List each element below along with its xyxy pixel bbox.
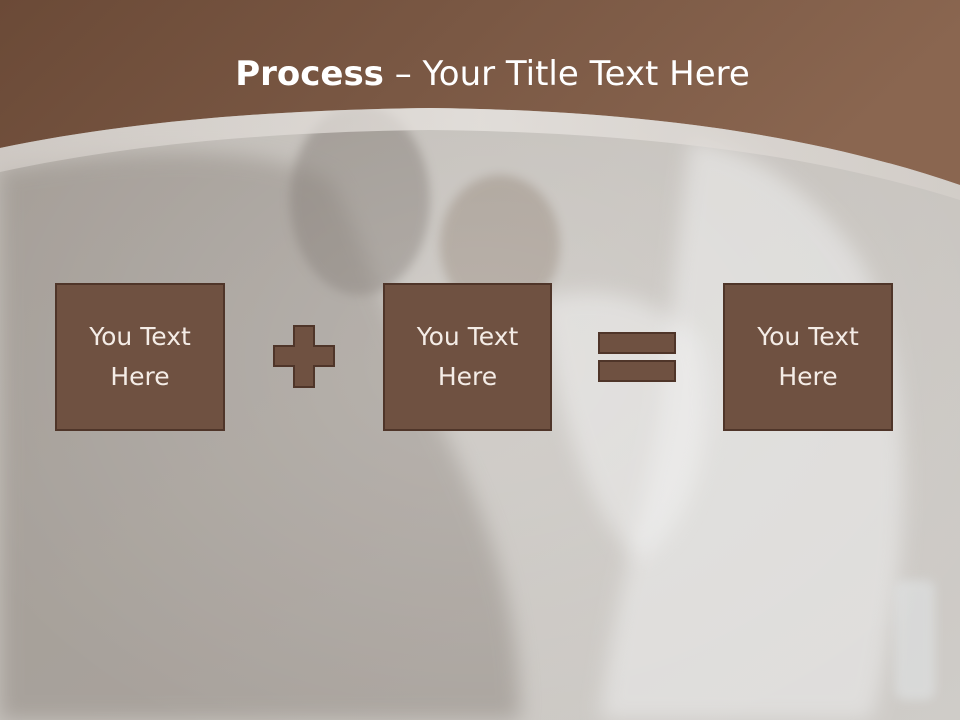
- title-rest: – Your Title Text Here: [383, 54, 750, 94]
- process-box-1-line1: You Text: [89, 322, 191, 351]
- process-box-2-line2: Here: [437, 362, 498, 391]
- process-box-1-line2: Here: [110, 362, 170, 391]
- process-box-1-text: You Text Here: [89, 317, 191, 397]
- process-box-2-line1: You Text: [416, 322, 519, 351]
- process-box-3-line2: Here: [778, 362, 838, 391]
- process-box-2-text: You Text Here: [417, 317, 519, 397]
- process-box-3: You Text Here: [723, 283, 893, 431]
- header-band: [0, 0, 960, 200]
- plus-icon: [272, 324, 336, 390]
- title-bold: Process: [235, 54, 384, 94]
- process-box-2: You Text Here: [383, 283, 552, 431]
- process-box-1: You Text Here: [55, 283, 225, 431]
- process-box-3-text: You Text Here: [757, 317, 859, 397]
- equals-icon: [597, 331, 677, 385]
- process-box-3-line1: You Text: [757, 322, 859, 351]
- header-band-shape: [0, 0, 960, 200]
- slide-title: Process – Your Title Text Here: [0, 50, 960, 98]
